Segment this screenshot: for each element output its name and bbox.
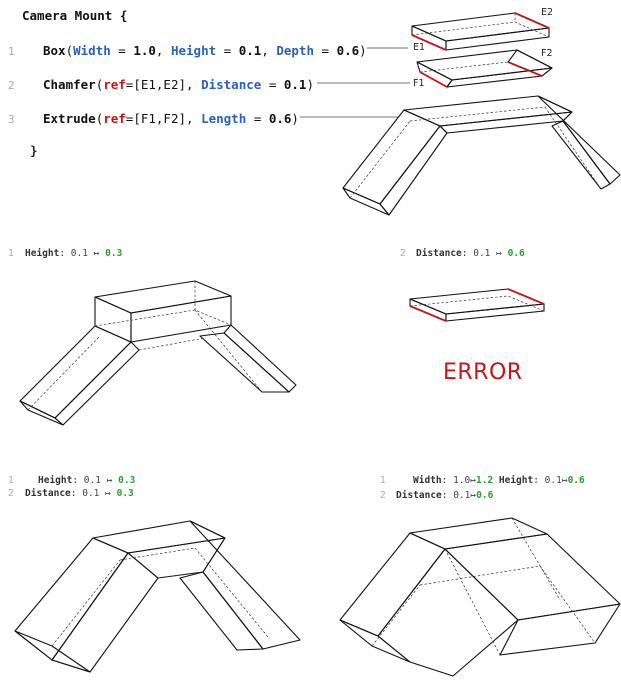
code-line-extrude: Extrude(ref=[F1,F2], Length = 0.6): [43, 111, 299, 126]
label-e1: E1: [413, 42, 426, 53]
function-name: Chamfer: [43, 77, 96, 92]
variant-3-edit-2: Distance: 0.1 ↦ 0.3: [25, 488, 134, 499]
variant-line-number: 2: [380, 490, 386, 501]
variant-4-edit-2: Distance: 0.1↦0.6: [396, 490, 494, 501]
shape-mount-variant-1: [19, 280, 297, 426]
variant-line-number: 1: [8, 475, 14, 486]
variant-4-edit-1: Width: 1.0↦1.2 Height: 0.1↦0.6: [413, 475, 585, 486]
variant-1-edit: Height: 0.1 ↦ 0.3: [25, 248, 123, 259]
variant-line-number: 1: [8, 248, 14, 259]
code-line-chamfer: Chamfer(ref=[E1,E2], Distance = 0.1): [43, 77, 314, 92]
param-value: 0.1: [238, 43, 262, 58]
variant-line-number: 1: [380, 475, 386, 486]
code-line-box: Box(Width = 1.0, Height = 0.1, Depth = 0…: [43, 43, 367, 58]
param-value: 1.0: [133, 43, 156, 58]
param-key: Length: [201, 111, 247, 126]
shape-mount-variant-4: [339, 517, 621, 677]
label-f1: F1: [413, 78, 425, 89]
face-f2: [507, 61, 543, 77]
function-name: Extrude: [43, 111, 96, 126]
ref-value: [E1,E2]: [133, 77, 187, 92]
ref-key: ref: [103, 111, 126, 126]
shape-box: [411, 12, 550, 51]
param-value: 0.6: [268, 111, 292, 126]
program-title: Camera Mount {: [22, 8, 128, 23]
line-number: 3: [8, 113, 15, 126]
param-key: Depth: [276, 43, 314, 58]
ref-key: ref: [103, 77, 126, 92]
shape-chamfered-plate: [416, 49, 553, 88]
error-label: ERROR: [443, 360, 523, 385]
variant-3-edit-1: Height: 0.1 ↦ 0.3: [38, 475, 136, 486]
param-value: 0.6: [336, 43, 360, 58]
function-name: Box: [43, 43, 66, 58]
param-key: Width: [73, 43, 111, 58]
shape-mount-variant-3: [14, 520, 301, 673]
param-value: 0.1: [283, 77, 307, 92]
ref-value: [F1,F2]: [133, 111, 187, 126]
variant-2-edit: Distance: 0.1 ↦ 0.6: [416, 248, 525, 259]
label-e2: E2: [541, 7, 554, 18]
program-closing-brace: }: [30, 143, 38, 158]
line-number: 1: [8, 45, 15, 58]
param-key: Distance: [201, 77, 262, 92]
line-number: 2: [8, 79, 15, 92]
label-f2: F2: [541, 48, 553, 59]
shape-mount-original: [342, 95, 621, 216]
variant-line-number: 2: [400, 248, 406, 259]
param-key: Height: [170, 43, 217, 58]
variant-line-number: 2: [8, 488, 14, 499]
shape-plate-variant-2: [409, 288, 545, 322]
